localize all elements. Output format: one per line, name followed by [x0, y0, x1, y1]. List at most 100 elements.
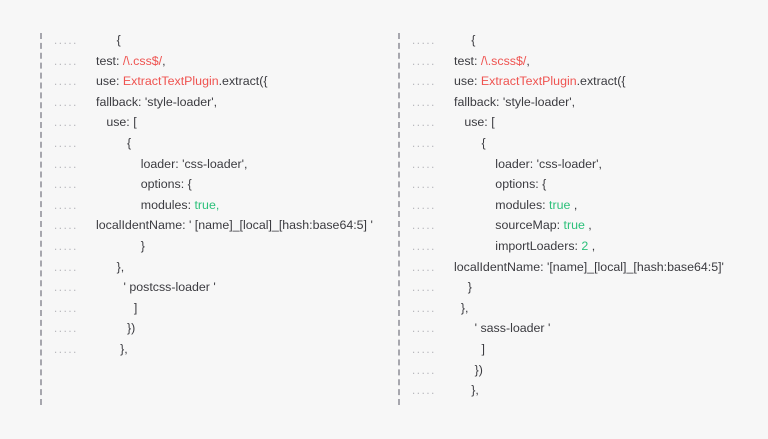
line-number-dots: ..... — [412, 261, 436, 274]
line-number-dots: ..... — [412, 343, 436, 356]
code-line-text: use: ExtractTextPlugin.extract({ — [454, 71, 758, 92]
code-line-text: modules: true , — [454, 195, 758, 216]
code-token-red: ExtractTextPlugin — [480, 74, 577, 89]
line-number-dots: ..... — [412, 117, 436, 130]
code-line: ..... }, — [398, 298, 758, 319]
code-token-red: ExtractTextPlugin — [122, 74, 219, 89]
code-line-text: { — [96, 30, 390, 51]
code-token-green: true — [549, 197, 571, 212]
code-line: ..... loader: 'css-loader', — [398, 154, 758, 175]
code-line-text: } — [454, 277, 758, 298]
code-token-plain: fallback: 'style-loader', — [96, 94, 218, 109]
code-line-text: options: { — [454, 174, 758, 195]
line-number-dots: ..... — [54, 158, 78, 171]
code-token-plain: modules: — [454, 197, 550, 212]
code-line-text: }, — [454, 380, 758, 401]
code-token-plain: { — [96, 135, 132, 150]
code-token-plain: , — [162, 53, 166, 68]
code-token-plain: } — [96, 238, 145, 253]
code-line-text: loader: 'css-loader', — [454, 154, 758, 175]
code-token-plain: test: — [454, 53, 481, 68]
code-line: ..... } — [398, 277, 758, 298]
code-line: ..... use: [ — [40, 112, 390, 133]
code-line-text: importLoaders: 2 , — [454, 236, 758, 257]
code-line-text: use: [ — [454, 112, 758, 133]
code-token-plain: ' sass-loader ' — [454, 321, 551, 336]
code-line: ..... sourceMap: true , — [398, 215, 758, 236]
code-token-plain: test: — [96, 53, 123, 68]
code-token-plain: ] — [96, 300, 138, 315]
code-line: ..... ' sass-loader ' — [398, 318, 758, 339]
code-line: .....localIdentName: '[name]_[local]_[ha… — [398, 257, 758, 278]
code-token-plain: use: [ — [96, 115, 137, 130]
code-line-text: loader: 'css-loader', — [96, 154, 390, 175]
line-number-dots: ..... — [412, 179, 436, 192]
code-token-plain: }, — [454, 300, 469, 315]
line-number-dots: ..... — [54, 117, 78, 130]
gutter-dashed-rule-right — [398, 33, 400, 405]
code-line: ..... modules: true , — [398, 195, 758, 216]
code-line: .....test: /\.scss$/, — [398, 51, 758, 72]
code-line: ..... use: ExtractTextPlugin.extract({ — [398, 71, 758, 92]
code-line: ..... ' postcss-loader ' — [40, 277, 390, 298]
line-number-dots: ..... — [54, 137, 78, 150]
code-line-text: { — [454, 133, 758, 154]
line-number-dots: ..... — [412, 35, 436, 47]
code-line-text: }) — [96, 318, 390, 339]
line-number-dots: ..... — [54, 76, 78, 89]
line-number-dots: ..... — [54, 35, 78, 47]
code-line: ..... }) — [398, 360, 758, 381]
code-line: ..... ] — [40, 298, 390, 319]
code-token-red: /\.scss$/ — [480, 53, 527, 68]
code-line-text: } — [96, 236, 390, 257]
code-line-text: modules: true, — [96, 195, 390, 216]
code-token-plain: }, — [454, 383, 479, 398]
code-line: ..... }) — [40, 318, 390, 339]
code-line: ..... modules: true, — [40, 195, 390, 216]
code-line-text: options: { — [96, 174, 390, 195]
code-line-text: use: ExtractTextPlugin.extract({ — [96, 71, 390, 92]
code-token-plain: , — [526, 53, 530, 68]
code-line-text: ] — [96, 298, 390, 319]
code-line-text: }) — [454, 360, 758, 381]
code-token-plain: }) — [454, 362, 483, 377]
line-number-dots: ..... — [54, 55, 78, 68]
code-line: ..... use: ExtractTextPlugin.extract({ — [40, 71, 390, 92]
line-number-dots: ..... — [412, 364, 436, 377]
code-line: ..... }, — [40, 257, 390, 278]
line-number-dots: ..... — [412, 158, 436, 171]
code-line-text: }, — [96, 257, 390, 278]
code-line-text: test: /\.css$/, — [96, 51, 390, 72]
code-panel-css: ..... {..... test: /\.css$/,..... use: Ext… — [40, 0, 390, 439]
line-number-dots: ..... — [412, 220, 436, 233]
line-number-dots: ..... — [412, 137, 436, 150]
code-line: ..... options: { — [40, 174, 390, 195]
code-token-plain: options: { — [96, 177, 192, 192]
code-line: ..... use: [ — [398, 112, 758, 133]
code-token-plain: }, — [96, 259, 125, 274]
code-token-plain: options: { — [454, 177, 547, 192]
code-line: ..... options: { — [398, 174, 758, 195]
code-token-plain: }) — [96, 321, 136, 336]
code-line-text: { — [454, 30, 758, 51]
code-lines-css: ..... {..... test: /\.css$/,..... use: Ext… — [40, 30, 390, 360]
line-number-dots: ..... — [412, 96, 436, 109]
line-number-dots: ..... — [54, 282, 78, 295]
code-token-plain: modules: — [96, 197, 195, 212]
line-number-dots: ..... — [412, 302, 436, 315]
code-token-plain: { — [454, 135, 486, 150]
line-number-dots: ..... — [412, 240, 436, 253]
code-token-plain: }, — [96, 341, 128, 356]
code-line-text: localIdentName: ' [name]_[local]_[hash:b… — [96, 215, 390, 236]
line-number-dots: ..... — [54, 261, 78, 274]
code-line: ..... ] — [398, 339, 758, 360]
code-line: .....fallback: 'style-loader', — [398, 92, 758, 113]
code-token-plain: .extract({ — [576, 74, 626, 89]
code-line-text: ] — [454, 339, 758, 360]
line-number-dots: ..... — [412, 282, 436, 295]
code-token-plain: loader: 'css-loader', — [96, 156, 248, 171]
code-line: ..... { — [398, 133, 758, 154]
code-line-text: sourceMap: true , — [454, 215, 758, 236]
line-number-dots: ..... — [412, 76, 436, 89]
